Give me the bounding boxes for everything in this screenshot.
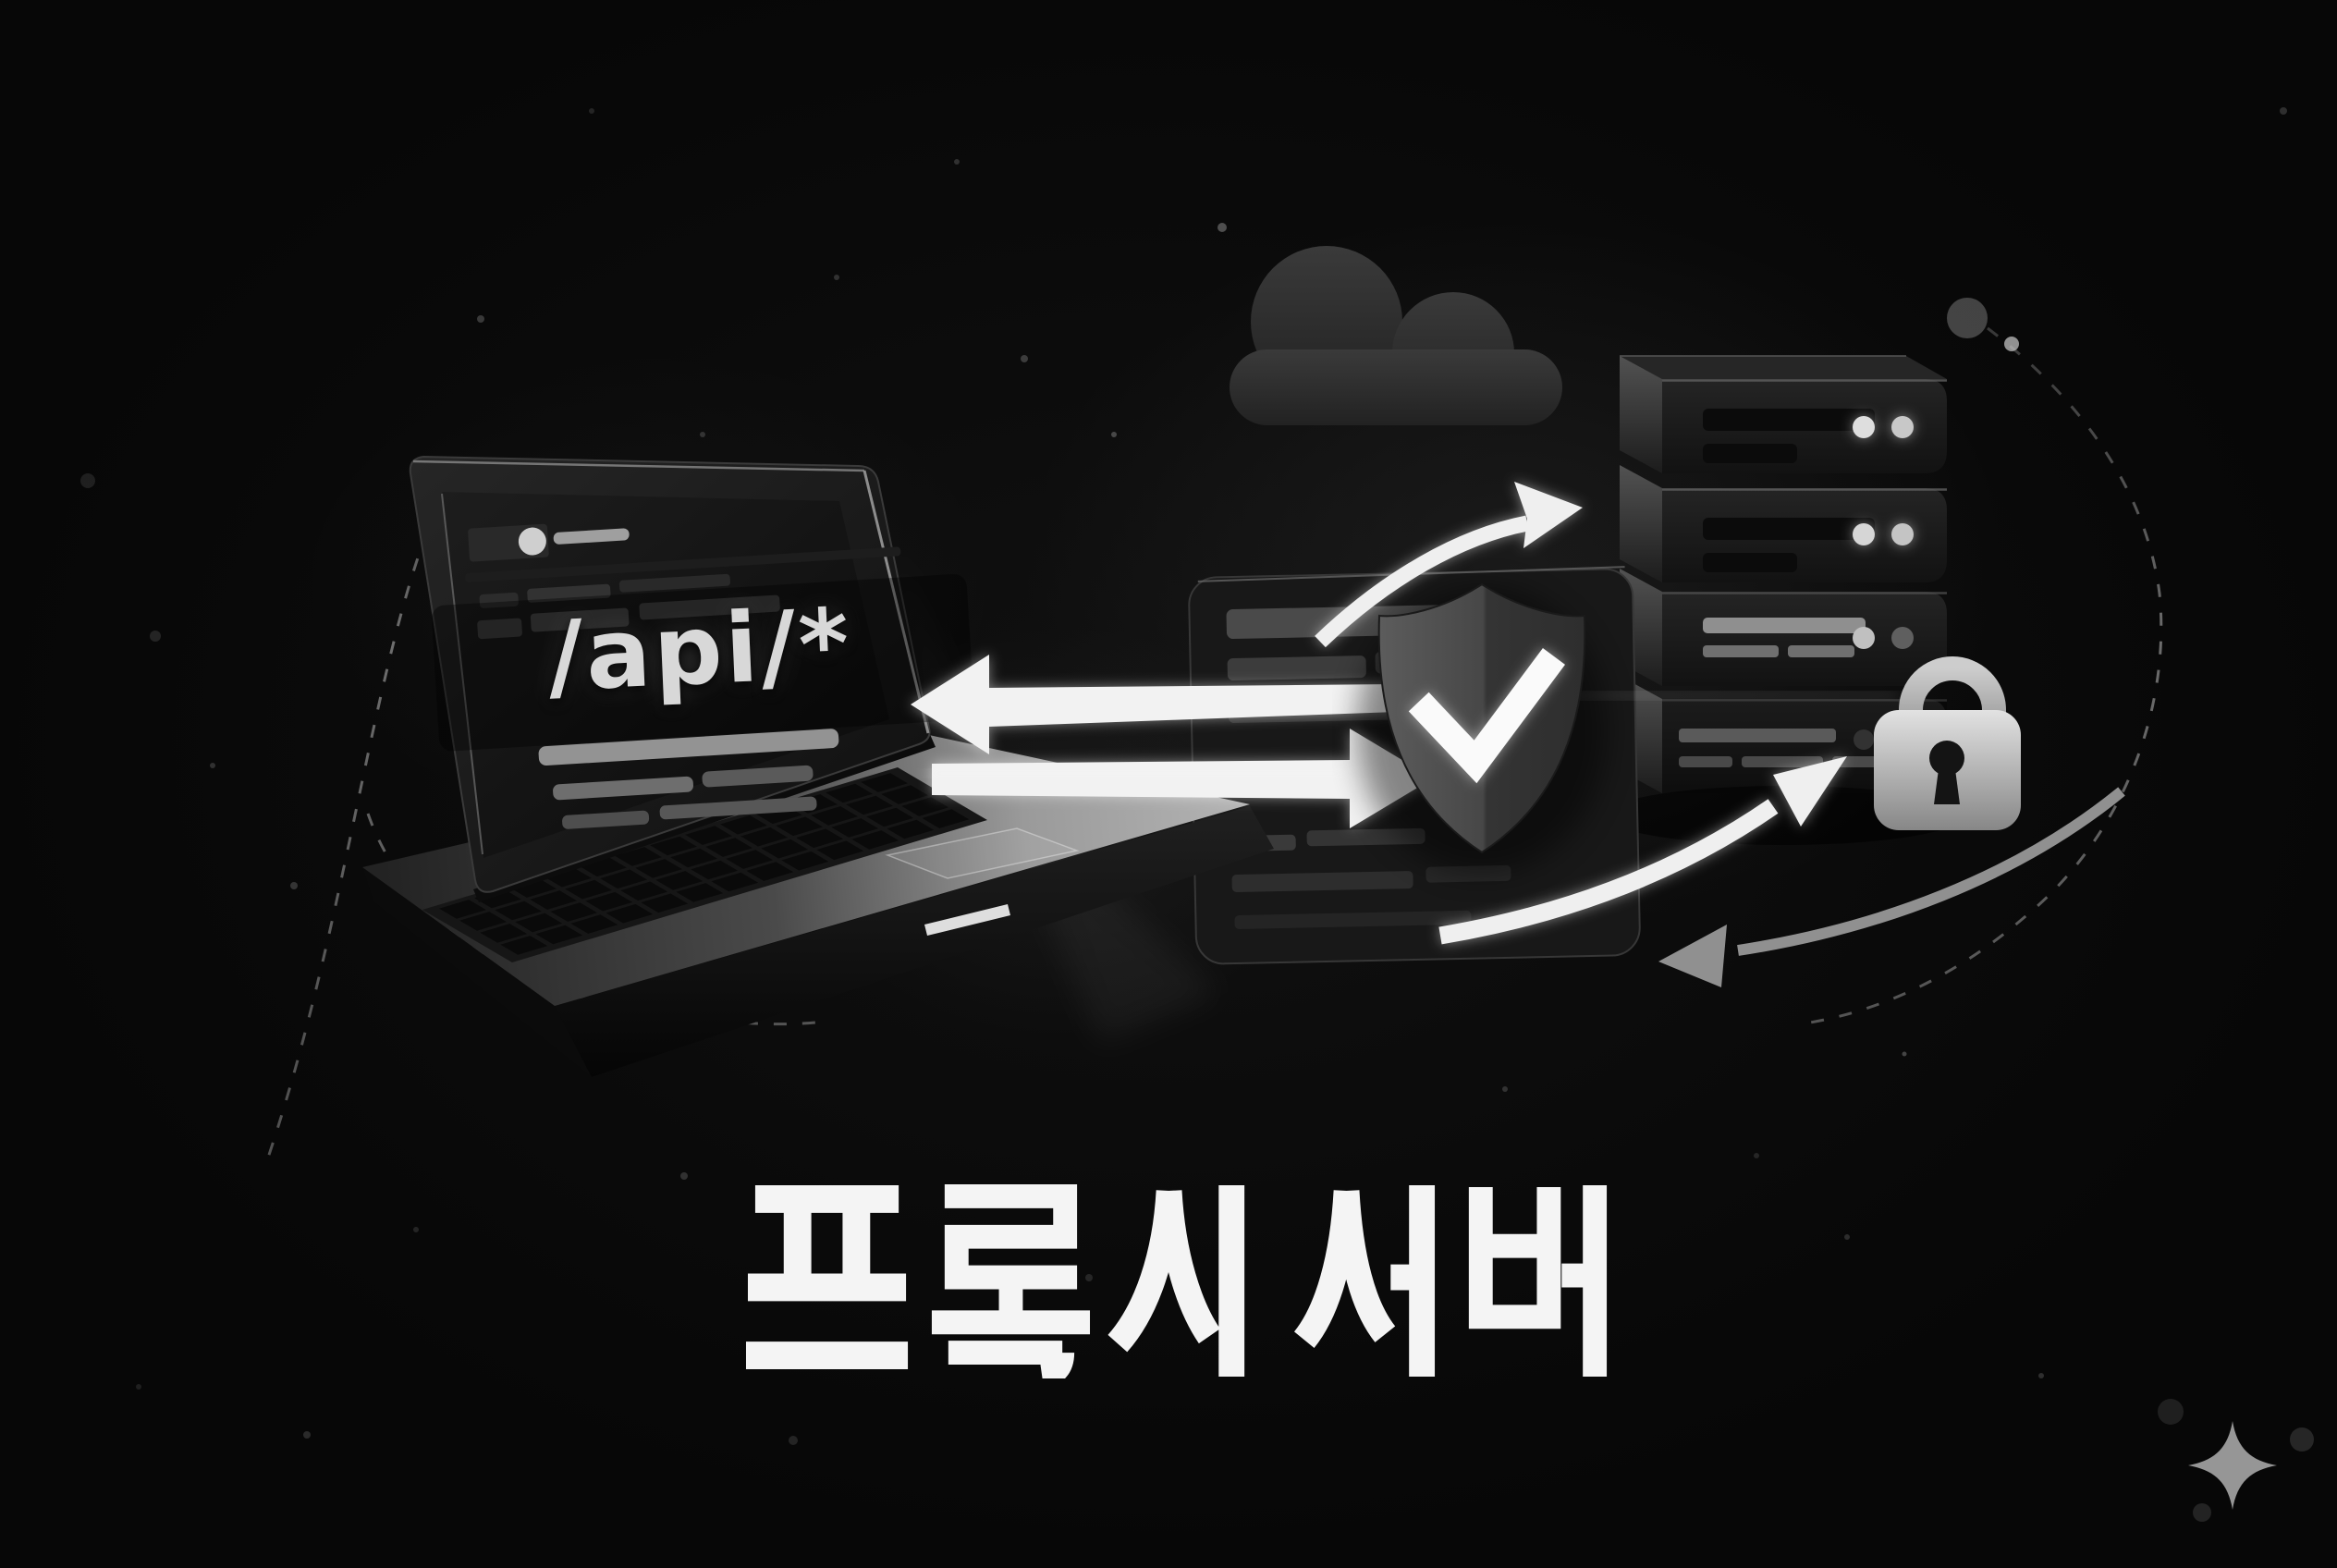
response-left-arrow	[911, 655, 1396, 754]
title-glyphs	[745, 1184, 1608, 1378]
api-route-label: /api/*	[545, 586, 854, 714]
curved-return-arrow	[1737, 787, 2125, 956]
server-unit-3	[1620, 569, 1947, 686]
laptop-keyboard	[422, 767, 987, 962]
bokeh-dots	[80, 107, 2314, 1522]
glyph-beo	[1468, 1185, 1608, 1377]
laptop-base-side	[555, 806, 1274, 1077]
cloud-icon	[1230, 246, 1562, 425]
sparkle-icon	[2188, 1421, 2277, 1510]
server-led-lights	[1853, 416, 1914, 438]
padlock-icon	[1874, 656, 2021, 830]
browser-dot-icon	[518, 527, 546, 556]
screen-code-lines	[538, 729, 839, 829]
laptop-front-notch	[924, 904, 1010, 936]
check-mark-icon	[1408, 648, 1565, 784]
glyph-rok	[931, 1184, 1091, 1378]
keyhole-icon	[1929, 741, 1964, 776]
glyph-peu	[745, 1185, 909, 1369]
shield-check-icon	[1357, 582, 1607, 874]
glyph-si	[1107, 1185, 1245, 1377]
laptop-lid	[409, 455, 931, 893]
server-unit-2	[1620, 465, 1947, 582]
arrows-between-laptop-and-proxy	[911, 655, 1433, 828]
curved-arrows	[1315, 482, 2125, 987]
server-unit-1	[1620, 356, 1947, 473]
request-right-arrow	[932, 729, 1433, 828]
laptop-icon	[362, 455, 1274, 1077]
glyph-seo	[1293, 1185, 1436, 1377]
laptop-screen	[442, 492, 889, 858]
browser-window-bars	[465, 523, 901, 640]
curved-arrow-to-lock	[1438, 799, 1779, 945]
screen-light-spill	[892, 541, 1220, 1045]
laptop-trackpad	[885, 827, 1080, 879]
server-led-lights	[1853, 627, 1914, 649]
curved-arrow-to-server	[1315, 515, 1529, 648]
server-led-lights	[1853, 523, 1914, 545]
